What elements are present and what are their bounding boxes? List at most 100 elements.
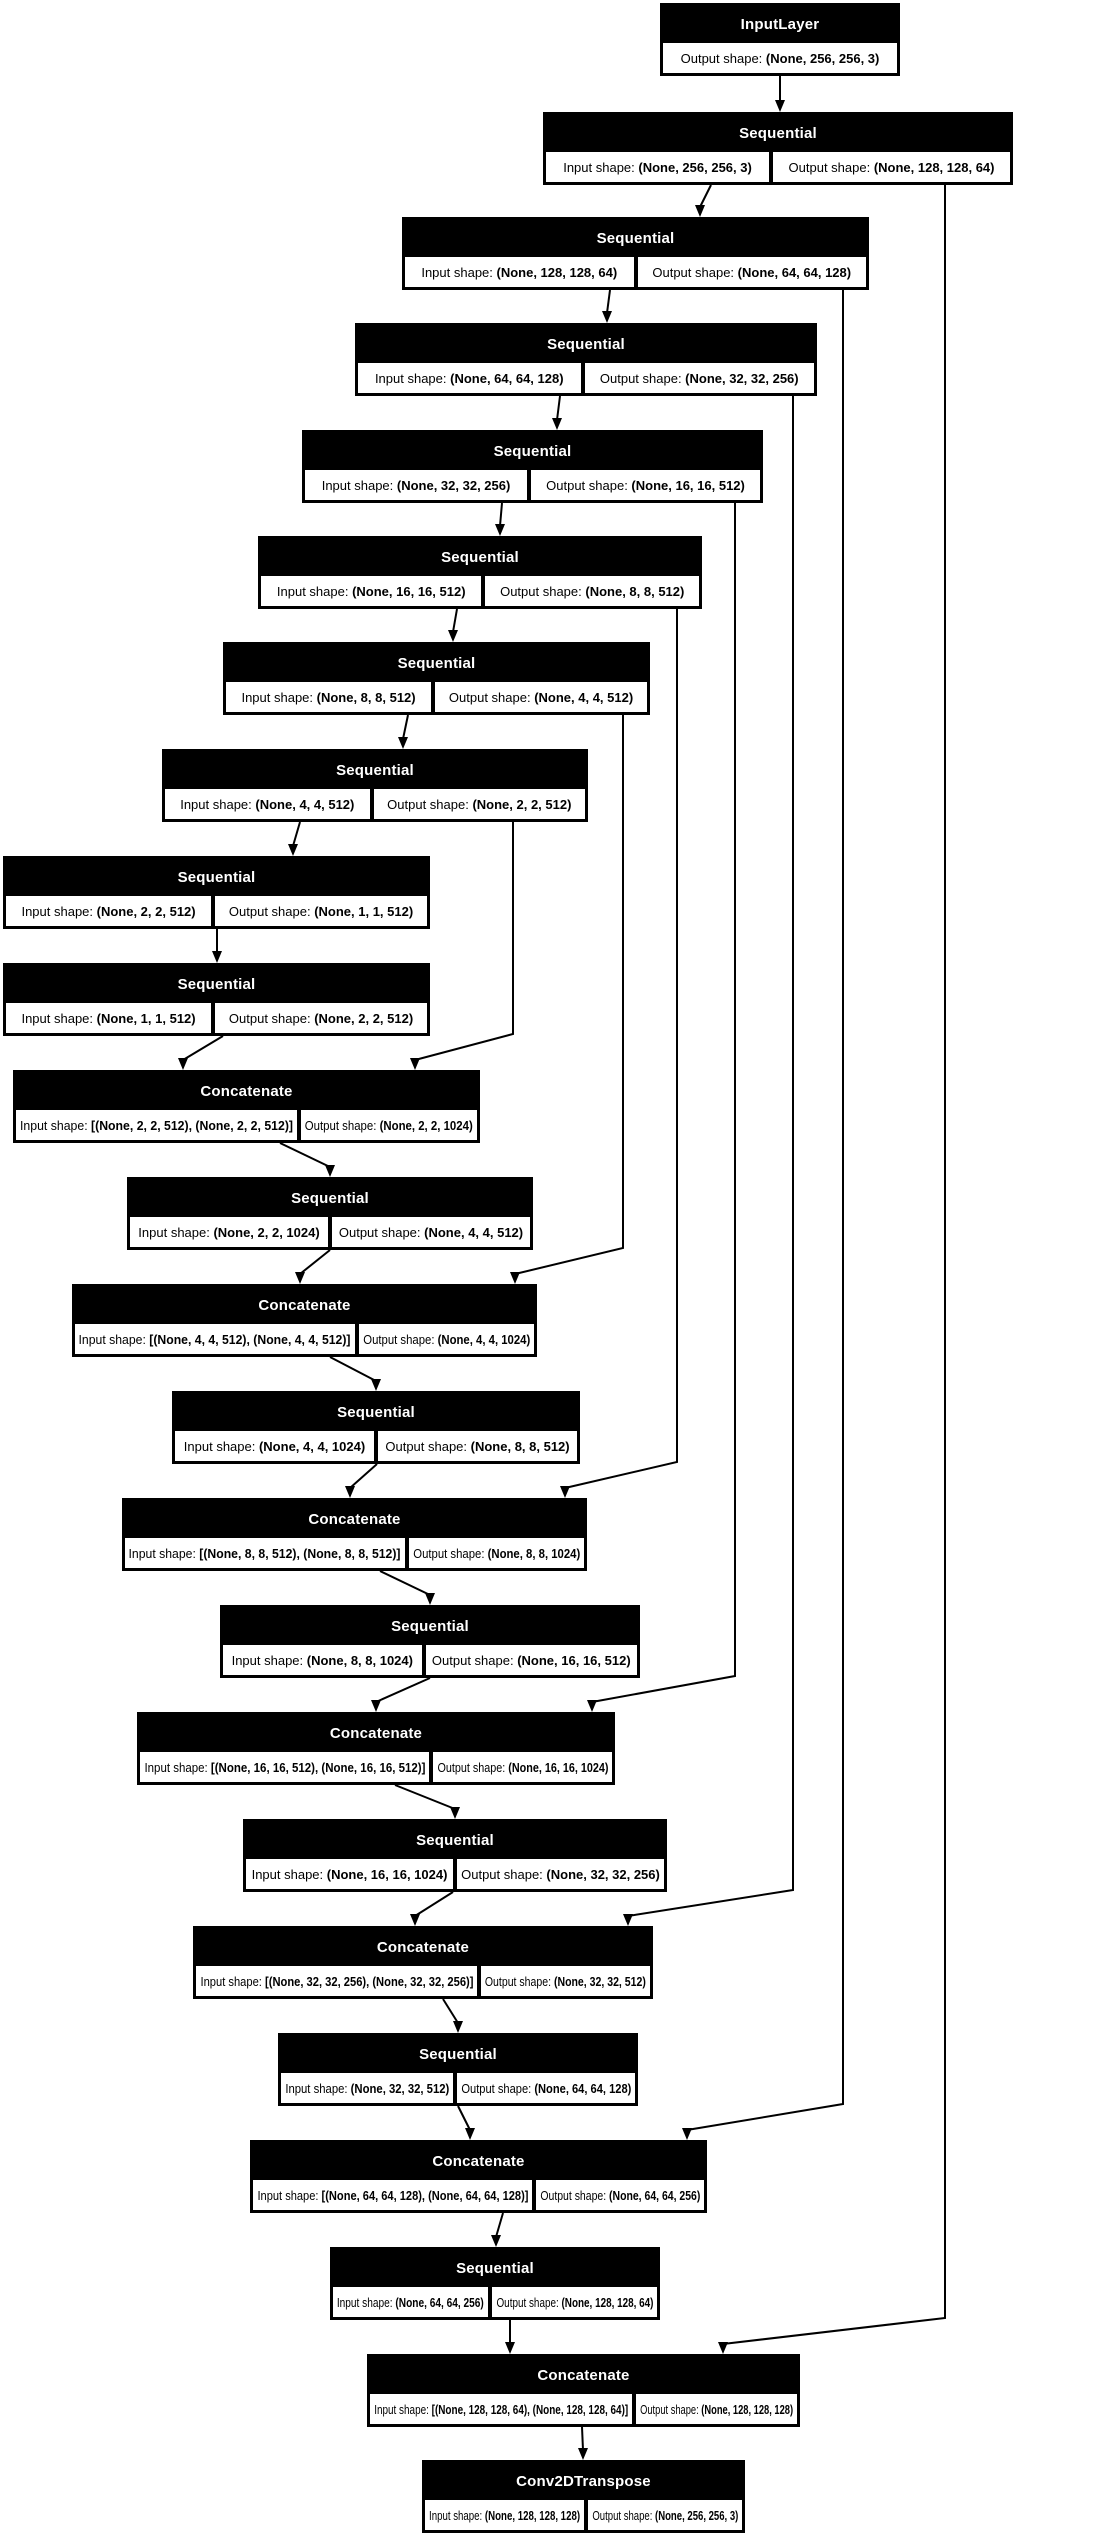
output-shape-prefix: Output shape: [228, 1010, 315, 1026]
input-shape-value: [(None, 16, 16, 512), (None, 16, 16, 512… [210, 1759, 426, 1775]
arrowhead [345, 1486, 355, 1498]
layer-node-sequential-6: Sequential Input shape: (None, 16, 16, 5… [258, 536, 702, 609]
input-shape-cell: Input shape: (None, 256, 256, 3) [546, 152, 770, 182]
shape-row: Input shape: (None, 8, 8, 1024) Output s… [223, 1645, 637, 1675]
input-shape-value: (None, 256, 256, 3) [638, 159, 752, 175]
input-shape-cell: Input shape: [(None, 64, 64, 128), (None… [253, 2180, 533, 2210]
output-shape-prefix: Output shape: [385, 1438, 471, 1454]
output-shape-text: Output shape: (None, 4, 4, 512) [449, 690, 633, 705]
input-shape-text: Input shape: (None, 128, 128, 64) [421, 265, 617, 280]
layer-node-sequential-5: Sequential Input shape: (None, 32, 32, 2… [302, 430, 763, 503]
arrowhead [295, 1272, 305, 1284]
layer-node-sequential-14: Sequential Input shape: (None, 4, 4, 102… [172, 1391, 580, 1464]
output-shape-value: (None, 16, 16, 1024) [507, 1759, 609, 1775]
input-shape-text: Input shape: (None, 32, 32, 512) [285, 2081, 449, 2096]
arrowhead [602, 311, 612, 323]
input-shape-value: (None, 8, 8, 512) [316, 689, 416, 705]
layer-node-concatenate-13: Concatenate Input shape: [(None, 4, 4, 5… [72, 1284, 537, 1357]
arrowhead [775, 100, 785, 112]
input-shape-cell: Input shape: (None, 4, 4, 512) [165, 789, 370, 819]
output-shape-value: (None, 2, 2, 1024) [379, 1117, 473, 1133]
layer-type-label: Conv2DTranspose [516, 2473, 651, 2490]
output-shape-text: Output shape: (None, 32, 32, 512) [485, 1974, 646, 1989]
input-shape-value: (None, 64, 64, 128) [450, 370, 564, 386]
output-shape-cell: Output shape: (None, 2, 2, 512) [215, 1003, 427, 1033]
edge-chain-18-19 [414, 1891, 454, 1917]
shape-row: Input shape: (None, 16, 16, 512) Output … [261, 576, 699, 606]
input-shape-value: (None, 2, 2, 512) [96, 903, 196, 919]
input-shape-prefix: Input shape: [231, 1652, 307, 1668]
output-shape-prefix: Output shape: [387, 796, 473, 812]
input-shape-text: Input shape: [(None, 32, 32, 256), (None… [200, 1974, 473, 1989]
input-shape-prefix: Input shape: [374, 2401, 432, 2417]
output-shape-cell: Output shape: (None, 8, 8, 512) [485, 576, 699, 606]
output-shape-cell: Output shape: (None, 128, 128, 128) [636, 2394, 797, 2424]
output-shape-value: (None, 8, 8, 512) [470, 1438, 570, 1454]
layer-type-label: Sequential [419, 2046, 497, 2063]
output-shape-value: (None, 256, 256, 3) [765, 50, 880, 66]
layer-node-concatenate-21: Concatenate Input shape: [(None, 64, 64,… [250, 2140, 707, 2213]
input-shape-value: (None, 16, 16, 512) [352, 583, 466, 599]
input-shape-cell: Input shape: [(None, 128, 128, 64), (Non… [370, 2394, 633, 2424]
input-shape-text: Input shape: (None, 8, 8, 512) [241, 690, 415, 705]
arrowhead [623, 1914, 633, 1926]
input-shape-value: (None, 4, 4, 512) [255, 796, 355, 812]
layer-type-label: Concatenate [432, 2153, 525, 2170]
output-shape-cell: Output shape: (None, 16, 16, 1024) [433, 1752, 612, 1782]
layer-type-label: Sequential [397, 655, 476, 672]
input-shape-value: (None, 64, 64, 256) [395, 2294, 485, 2310]
output-shape-prefix: Output shape: [228, 903, 315, 919]
layer-type-label: Sequential [547, 336, 625, 353]
input-shape-cell: Input shape: (None, 8, 8, 512) [226, 682, 432, 712]
edge-chain-2-3 [699, 184, 712, 208]
layer-type-label: Sequential [177, 976, 256, 993]
arrowhead [695, 205, 705, 217]
input-shape-cell: Input shape: [(None, 32, 32, 256), (None… [196, 1966, 478, 1996]
layer-node-concatenate-19: Concatenate Input shape: [(None, 32, 32,… [193, 1926, 653, 1999]
input-shape-text: Input shape: (None, 32, 32, 256) [322, 478, 511, 493]
output-shape-cell: Output shape: (None, 64, 64, 128) [637, 257, 866, 287]
arrowhead [578, 2448, 588, 2460]
input-shape-prefix: Input shape: [21, 903, 97, 919]
input-shape-cell: Input shape: (None, 16, 16, 512) [261, 576, 482, 606]
layer-type-label: Sequential [596, 230, 675, 247]
shape-row: Input shape: [(None, 4, 4, 512), (None, … [75, 1324, 534, 1354]
output-shape-text: Output shape: (None, 128, 128, 64) [789, 160, 995, 175]
arrowhead [491, 2235, 501, 2247]
layer-type-label: Sequential [336, 762, 414, 779]
layer-type-label: InputLayer [740, 16, 820, 33]
input-shape-value: (None, 128, 128, 128) [484, 2507, 580, 2523]
output-shape-prefix: Output shape: [461, 1866, 547, 1882]
output-shape-prefix: Output shape: [431, 1652, 518, 1668]
arrowhead [448, 630, 458, 642]
layer-node-conv2dtranspose-24: Conv2DTranspose Input shape: (None, 128,… [422, 2460, 745, 2533]
input-shape-text: Input shape: (None, 8, 8, 1024) [232, 1653, 413, 1668]
output-shape-text: Output shape: (None, 8, 8, 512) [385, 1439, 569, 1454]
layer-node-sequential-22: Sequential Input shape: (None, 64, 64, 2… [330, 2247, 660, 2320]
output-shape-cell: Output shape: (None, 16, 16, 512) [425, 1645, 637, 1675]
layer-type-label: Sequential [177, 869, 256, 886]
layer-node-concatenate-11: Concatenate Input shape: [(None, 2, 2, 5… [13, 1070, 480, 1143]
output-shape-value: (None, 64, 64, 128) [534, 2080, 632, 2096]
input-shape-value: [(None, 8, 8, 512), (None, 8, 8, 512)] [199, 1545, 401, 1561]
input-shape-text: Input shape: (None, 64, 64, 128) [375, 371, 564, 386]
shape-row: Input shape: [(None, 8, 8, 512), (None, … [125, 1538, 584, 1568]
input-shape-cell: Input shape: (None, 2, 2, 1024) [130, 1217, 328, 1247]
layer-type-label: Sequential [456, 2260, 534, 2277]
input-shape-cell: Input shape: (None, 16, 16, 1024) [246, 1859, 453, 1889]
output-shape-text: Output shape: (None, 16, 16, 512) [546, 478, 745, 493]
output-shape-text: Output shape: (None, 32, 32, 256) [600, 371, 799, 386]
edge-chain-7-8 [402, 714, 409, 740]
layer-node-sequential-18: Sequential Input shape: (None, 16, 16, 1… [243, 1819, 667, 1892]
shape-row: Input shape: (None, 4, 4, 512) Output sh… [165, 789, 585, 819]
output-shape-value: (None, 2, 2, 512) [314, 1010, 414, 1026]
layer-node-concatenate-15: Concatenate Input shape: [(None, 8, 8, 5… [122, 1498, 587, 1571]
edge-chain-23-24 [581, 2426, 584, 2451]
arrowhead [465, 2128, 475, 2140]
input-shape-prefix: Input shape: [128, 1545, 200, 1561]
shape-row: Input shape: [(None, 128, 128, 64), (Non… [370, 2394, 797, 2424]
output-shape-prefix: Output shape: [448, 689, 535, 705]
output-shape-value: (None, 4, 4, 1024) [437, 1331, 530, 1347]
arrowhead [410, 1914, 420, 1926]
output-shape-cell: Output shape: (None, 32, 32, 256) [457, 1859, 664, 1889]
